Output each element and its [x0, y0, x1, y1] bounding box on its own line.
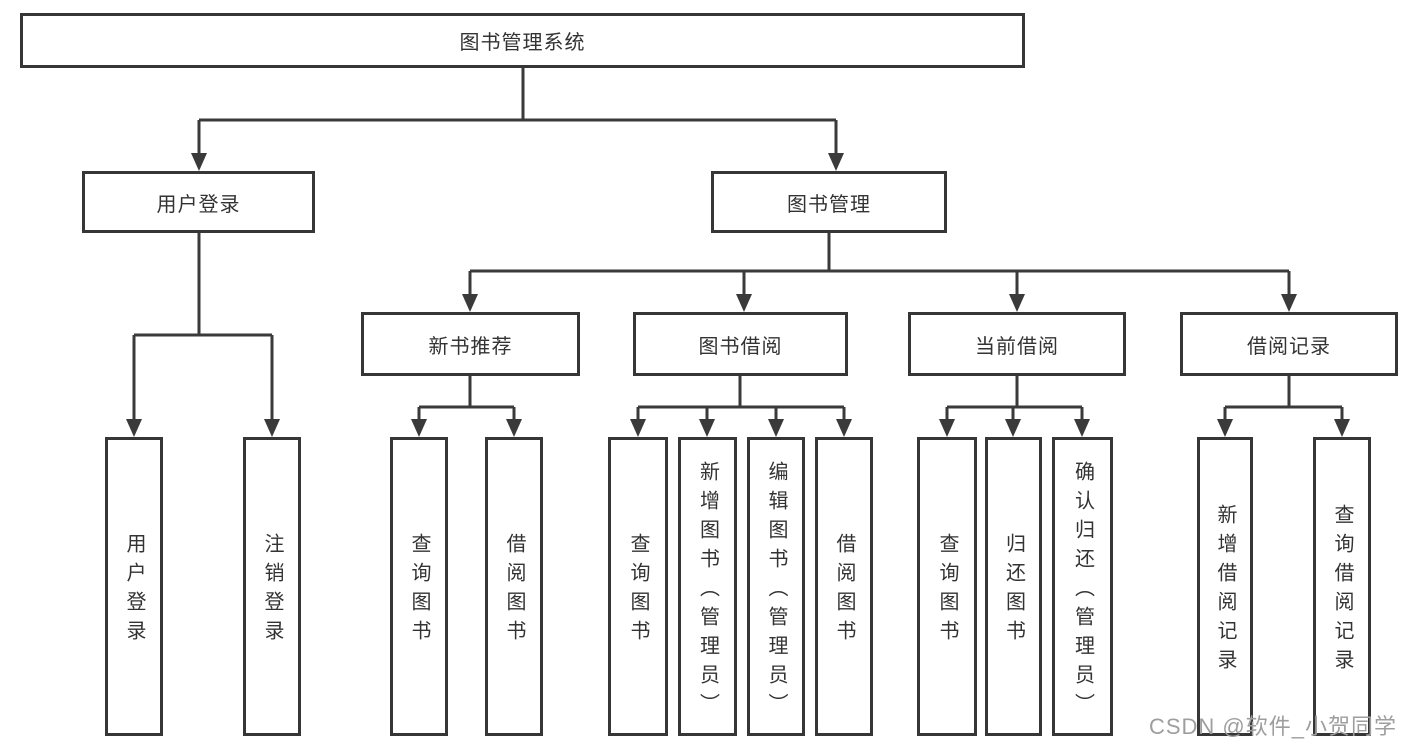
- leaf-label: 查询图书: [408, 533, 430, 649]
- leaf-query-books-borrow: 查询图书: [608, 437, 668, 736]
- leaf-confirm-return-admin: 确认归还（管理员）: [1052, 437, 1113, 736]
- connector-root-branch: [191, 68, 844, 171]
- node-borrow-records: 借阅记录: [1180, 312, 1398, 376]
- leaf-add-books-admin: 新增图书（管理员）: [678, 437, 737, 736]
- node-user-login: 用户登录: [82, 171, 315, 233]
- leaf-edit-books-admin: 编辑图书（管理员）: [747, 437, 805, 736]
- leaf-label: 新增借阅记录: [1214, 504, 1236, 678]
- node-root: 图书管理系统: [20, 13, 1025, 68]
- leaf-user-login: 用户登录: [105, 437, 163, 736]
- leaf-borrow-books-recommend: 借阅图书: [485, 437, 543, 736]
- csdn-watermark: CSDN @软件_小贺同学: [1148, 714, 1397, 739]
- leaf-label: 新增图书（管理员）: [696, 460, 719, 722]
- leaf-query-books-current: 查询图书: [917, 437, 977, 736]
- leaf-label: 查询借阅记录: [1331, 504, 1353, 678]
- connector-new-book-recommend-branch: [411, 376, 522, 437]
- node-book-borrow: 图书借阅: [633, 312, 848, 376]
- node-new-book-recommend: 新书推荐: [361, 312, 580, 376]
- leaf-label: 归还图书: [1002, 533, 1025, 649]
- leaf-query-books-recommend: 查询图书: [390, 437, 448, 736]
- leaf-logout: 注销登录: [243, 437, 301, 736]
- leaf-label: 确认归还（管理员）: [1071, 460, 1094, 722]
- leaf-query-borrow-record: 查询借阅记录: [1313, 437, 1371, 736]
- leaf-label: 查询图书: [936, 533, 958, 649]
- connector-current-borrow-branch: [939, 376, 1090, 437]
- connector-book-borrow-branch: [630, 376, 852, 437]
- leaf-add-borrow-record: 新增借阅记录: [1197, 437, 1253, 736]
- connector-book-management-branch: [462, 233, 1297, 312]
- leaf-label: 查询图书: [627, 533, 649, 649]
- connector-user-login-branch: [126, 233, 280, 437]
- leaf-label: 编辑图书（管理员）: [765, 460, 787, 722]
- leaf-return-books: 归还图书: [985, 437, 1042, 736]
- node-book-management: 图书管理: [711, 171, 947, 233]
- leaf-borrow-books: 借阅图书: [815, 437, 873, 736]
- leaf-label: 借阅图书: [503, 533, 525, 649]
- node-current-borrow: 当前借阅: [908, 312, 1126, 376]
- leaf-label: 注销登录: [261, 533, 283, 649]
- connector-borrow-records-branch: [1217, 376, 1350, 437]
- leaf-label: 借阅图书: [833, 533, 855, 649]
- leaf-label: 用户登录: [123, 533, 145, 649]
